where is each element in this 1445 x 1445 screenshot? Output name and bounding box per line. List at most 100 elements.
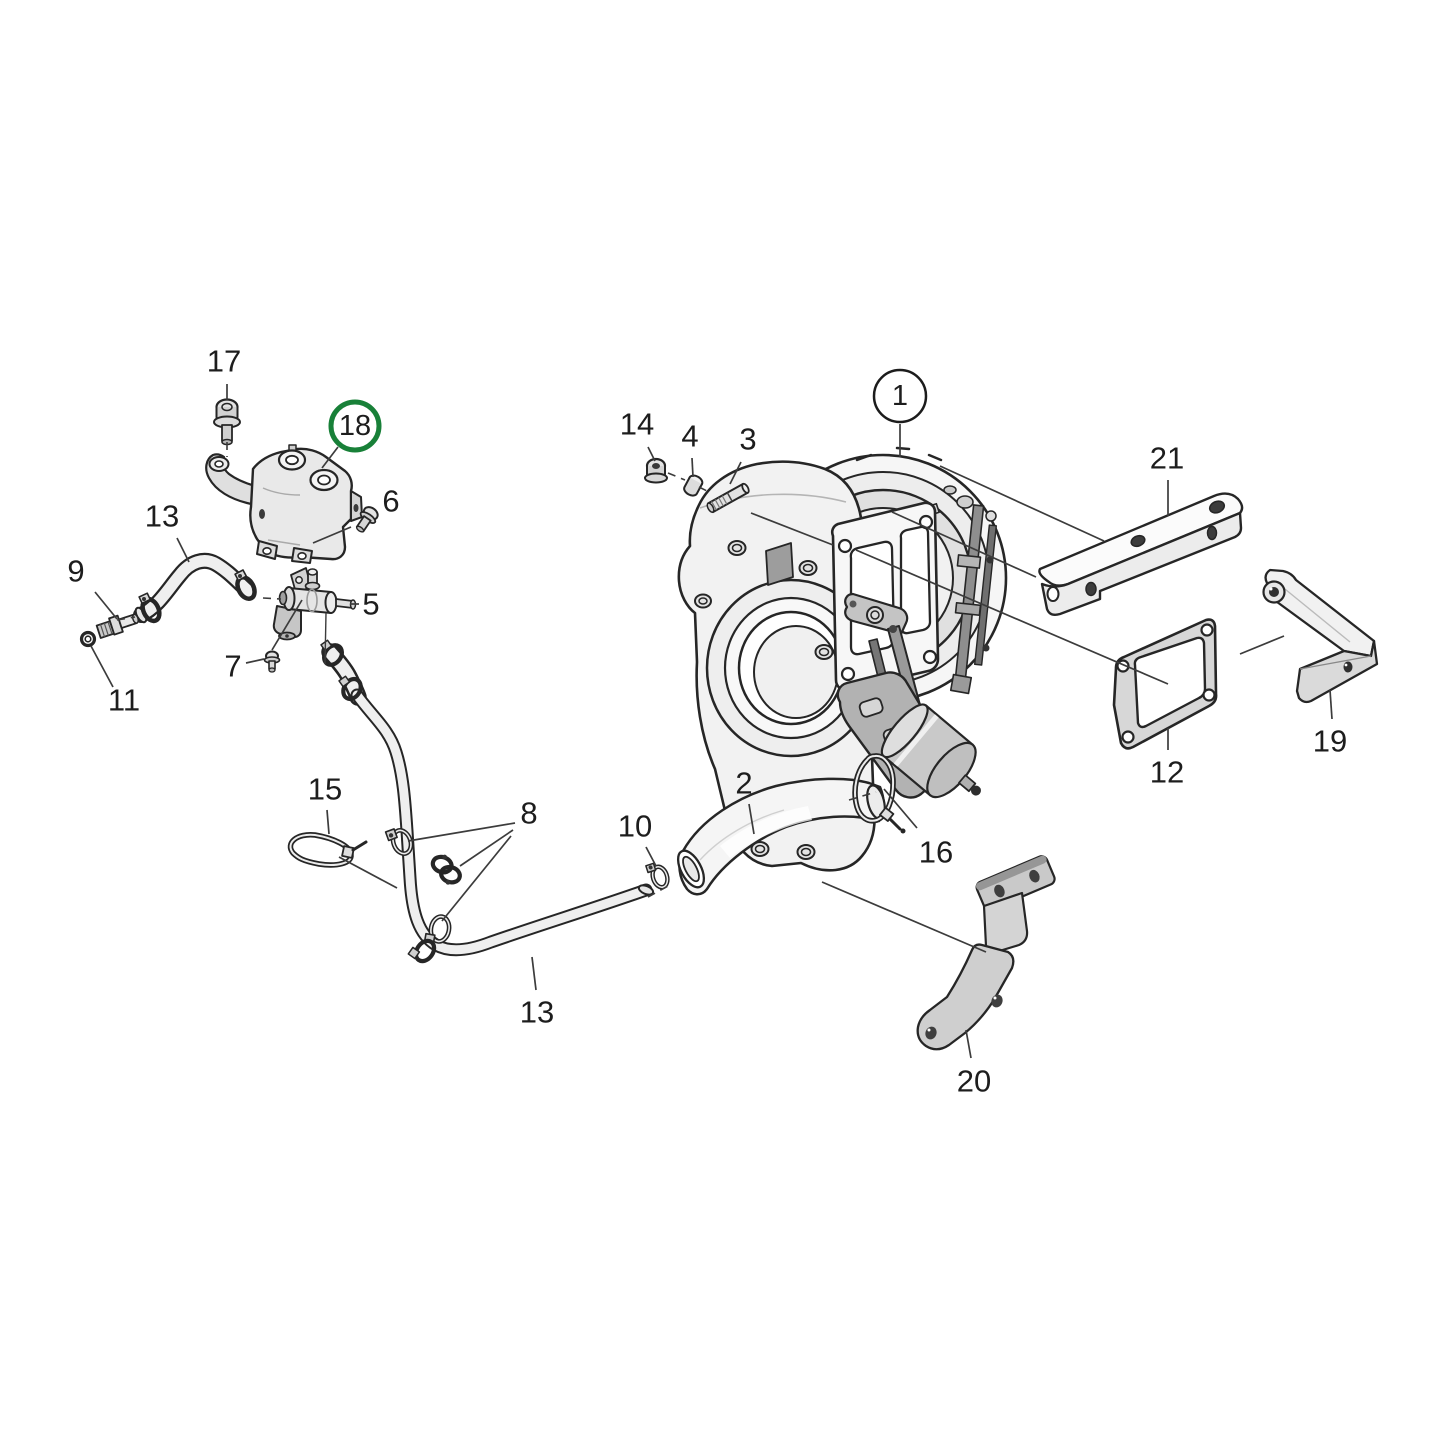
callout-2-1[interactable]: 2 xyxy=(735,766,755,835)
turbo-wastegate-linkage-shape xyxy=(858,697,884,718)
part-valve xyxy=(272,567,357,641)
callout-17-17[interactable]: 17 xyxy=(207,344,241,401)
part-gasket-shape xyxy=(1133,636,1207,729)
turbo-casting-bolts-shape xyxy=(798,560,818,576)
callout-4-3[interactable]: 4 xyxy=(681,419,699,478)
callout-9-8[interactable]: 9 xyxy=(67,554,118,620)
part-stud-shape xyxy=(706,502,715,513)
callout-16-16[interactable]: 16 xyxy=(883,788,953,870)
part-spacer xyxy=(683,474,704,497)
callout-12-11[interactable]: 12 xyxy=(855,549,1184,790)
part-valve-shape xyxy=(307,568,318,576)
leader-line xyxy=(271,599,303,651)
turbo-linkage-right-shape xyxy=(982,644,990,652)
part-fitting xyxy=(95,613,139,639)
part-clamps-shape-shape xyxy=(445,879,451,885)
part-clamp-small-shape xyxy=(651,866,669,888)
callout-7-6[interactable]: 7 xyxy=(224,599,303,684)
assembly-axis-dashed xyxy=(647,885,669,898)
leader-line xyxy=(245,658,265,664)
turbo-linkage-right-shape xyxy=(956,495,974,509)
assembly-axis-dashed xyxy=(848,791,877,801)
part-bracket-angled-shape xyxy=(1279,584,1351,643)
part-pipe-shape xyxy=(350,688,653,957)
callout-label: 19 xyxy=(1313,724,1347,759)
part-clamps-shape-shape xyxy=(442,854,448,860)
callout-label: 12 xyxy=(1150,755,1184,790)
part-clamps-shape-shape xyxy=(430,915,450,943)
assembly-axis-line xyxy=(324,612,327,665)
turbo-outlet-flange-shape xyxy=(753,625,839,719)
leader-line xyxy=(90,645,114,688)
part-bracket-angled xyxy=(1262,568,1379,704)
turbo-linkage-right-shape xyxy=(954,601,982,617)
turbo-casting-bolts-shape xyxy=(802,563,814,573)
part-hose-duct-shape-shape xyxy=(682,855,700,883)
part-stud-shape xyxy=(711,501,717,511)
part-bolt-flange-shape xyxy=(221,402,233,412)
turbo-casting-bolts-shape xyxy=(754,844,766,854)
callout-11-10[interactable]: 11 xyxy=(90,645,140,718)
part-pipe-shape xyxy=(637,884,655,896)
turbo-inlet-flange-plate-shape xyxy=(922,649,938,665)
part-clamps-shape-shape xyxy=(439,864,462,885)
callout-8-7[interactable]: 8 xyxy=(407,796,538,922)
turbo-linkage-right-shape xyxy=(985,510,997,522)
leader-line xyxy=(312,526,352,544)
callout-label: 3 xyxy=(739,422,756,457)
part-mounting-bracket-shape xyxy=(262,487,301,496)
callout-18-18[interactable]: 18 xyxy=(321,399,382,469)
callout-5-4[interactable]: 5 xyxy=(350,587,380,622)
part-oring xyxy=(79,630,97,648)
callout-15-15[interactable]: 15 xyxy=(308,772,398,889)
part-nut-shape xyxy=(652,463,660,469)
part-turbocharger-shape xyxy=(895,446,911,451)
callout-13-13[interactable]: 13 xyxy=(520,956,554,1030)
callout-6-5[interactable]: 6 xyxy=(312,484,400,544)
part-clamp-small-shape xyxy=(648,865,653,870)
part-bracket-top-shape xyxy=(1046,586,1060,602)
turbo-wastegate-linkage-shape xyxy=(870,610,880,620)
callout-10-9[interactable]: 10 xyxy=(618,809,657,867)
turbo-wastegate-linkage-shape xyxy=(889,625,897,633)
callout-label: 10 xyxy=(618,809,652,844)
part-cable-tie-left-shape xyxy=(287,832,354,868)
leader-line xyxy=(459,829,514,867)
callout-14-14[interactable]: 14 xyxy=(620,407,656,462)
leader-line xyxy=(441,835,512,922)
callout-13-12[interactable]: 13 xyxy=(145,499,190,563)
callout-label: 6 xyxy=(382,484,399,519)
callout-19-19[interactable]: 19 xyxy=(1239,635,1347,759)
leader-line xyxy=(748,803,755,835)
callout-1-0[interactable]: 1 xyxy=(872,368,928,457)
elbow-clamp-upper xyxy=(320,639,345,667)
part-bracket-top-shape xyxy=(1208,500,1226,514)
callout-label: 13 xyxy=(520,995,554,1030)
callout-20-20[interactable]: 20 xyxy=(821,881,991,1099)
part-hose-duct-shape xyxy=(720,806,812,858)
part-bracket-z xyxy=(916,855,1056,1051)
part-nut-shape xyxy=(644,472,668,484)
part-turbocharger-shape xyxy=(855,453,873,462)
part-valve-shape xyxy=(278,590,288,606)
callout-label: 18 xyxy=(339,410,371,442)
callout-3-2[interactable]: 3 xyxy=(729,422,834,546)
leader-line xyxy=(338,856,398,889)
part-mounting-bracket-shape xyxy=(353,504,359,512)
part-turbocharger xyxy=(677,446,1008,872)
leader-line xyxy=(855,549,1169,685)
part-gasket-shape xyxy=(1200,623,1214,637)
leader-line xyxy=(326,809,330,835)
leader-line xyxy=(1239,635,1285,655)
callout-label: 11 xyxy=(108,683,140,718)
part-hose-upper xyxy=(133,552,257,624)
turbo-linkage-right-shape xyxy=(949,673,973,695)
callout-label: 7 xyxy=(224,649,241,684)
part-gasket-shape xyxy=(1121,730,1135,744)
part-gasket xyxy=(1112,618,1218,750)
callout-21-21[interactable]: 21 xyxy=(891,441,1184,578)
turbo-casting-bolts-shape xyxy=(731,543,743,553)
turbo-casting-bolts-shape xyxy=(694,593,712,609)
leader-line xyxy=(647,446,656,462)
